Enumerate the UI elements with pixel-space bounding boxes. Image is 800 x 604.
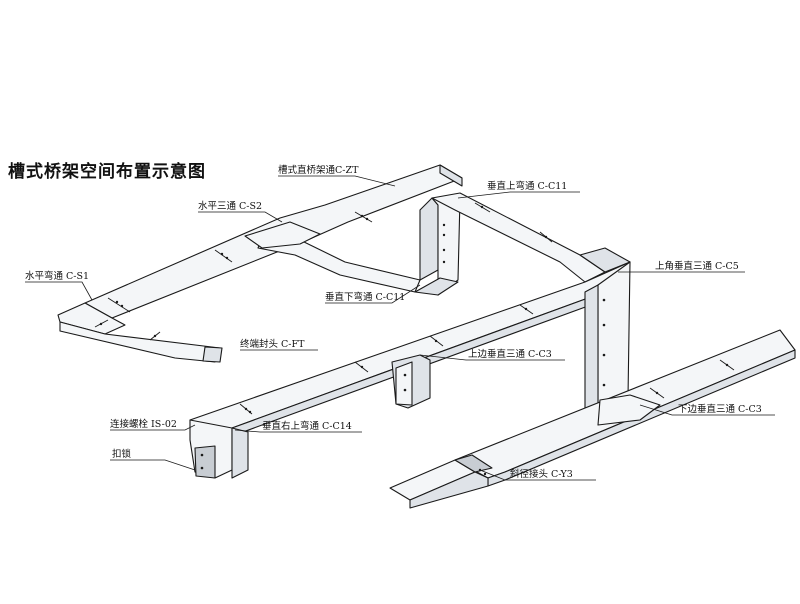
horizontal-tee — [244, 221, 321, 249]
top-vertical-tee-front — [395, 361, 413, 406]
reducer-side — [409, 471, 489, 509]
label-bottom-vertical-tee: 下边垂直三通 C-C3 — [678, 403, 762, 415]
right-up-elbow-side — [231, 427, 249, 479]
corner-tee-drop-side — [584, 284, 599, 419]
leader-tee-h — [198, 211, 283, 223]
label-vertical-up-elbow: 垂直上弯通 C-C11 — [487, 180, 567, 192]
vertical-riser-base — [414, 277, 459, 296]
end-cap — [202, 346, 223, 363]
vertical-riser-left — [419, 197, 439, 281]
bottom-vertical-tee — [597, 394, 661, 426]
straight-tray-lower-left — [59, 321, 221, 363]
label-connector-bolt: 连接螺栓 IS-02 — [110, 418, 177, 430]
leader-clip — [110, 459, 196, 471]
label-horizontal-elbow: 水平弯通 C-S1 — [25, 270, 89, 282]
straight-tray-upper-side — [439, 164, 463, 187]
leader-straight — [278, 175, 396, 187]
leader-elbow-h — [25, 281, 93, 301]
lower-tray-group — [189, 261, 631, 479]
label-end-cap: 终端封头 C-FT — [240, 338, 305, 350]
clip-plate — [194, 445, 216, 479]
label-top-vertical-tee: 上边垂直三通 C-C3 — [468, 348, 552, 360]
bottom-tray-group — [389, 329, 796, 509]
leader-bottom-tee — [639, 404, 775, 416]
leader-vert-down — [325, 284, 421, 304]
label-horizontal-tee: 水平三通 C-S2 — [198, 200, 262, 212]
labels: 槽式直桥架通C-ZT 水平三通 C-S2 水平弯通 C-S1 垂直上弯通 C-C… — [25, 164, 762, 480]
reducer-collar — [454, 454, 493, 473]
leader-lines — [25, 175, 775, 481]
leader-vert-up — [457, 191, 580, 199]
label-reducer: 斜径接头 C-Y3 — [510, 468, 573, 480]
leader-top-tee — [419, 354, 565, 361]
label-right-up-elbow: 垂直右上弯通 C-C14 — [262, 420, 352, 432]
label-straight-tray: 槽式直桥架通C-ZT — [278, 164, 359, 176]
leader-connector — [110, 424, 196, 431]
upper-tray-group — [57, 164, 631, 363]
label-corner-tee: 上角垂直三通 C-C5 — [655, 260, 739, 272]
leader-reducer — [479, 469, 596, 481]
leader-right-up — [234, 429, 362, 433]
label-vertical-down-elbow: 垂直下弯通 C-C11 — [325, 291, 405, 303]
corner-tee-drop — [597, 261, 631, 413]
label-clip: 扣锁 — [112, 448, 132, 460]
diagram-title: 槽式桥架空间布置示意图 — [8, 162, 206, 182]
